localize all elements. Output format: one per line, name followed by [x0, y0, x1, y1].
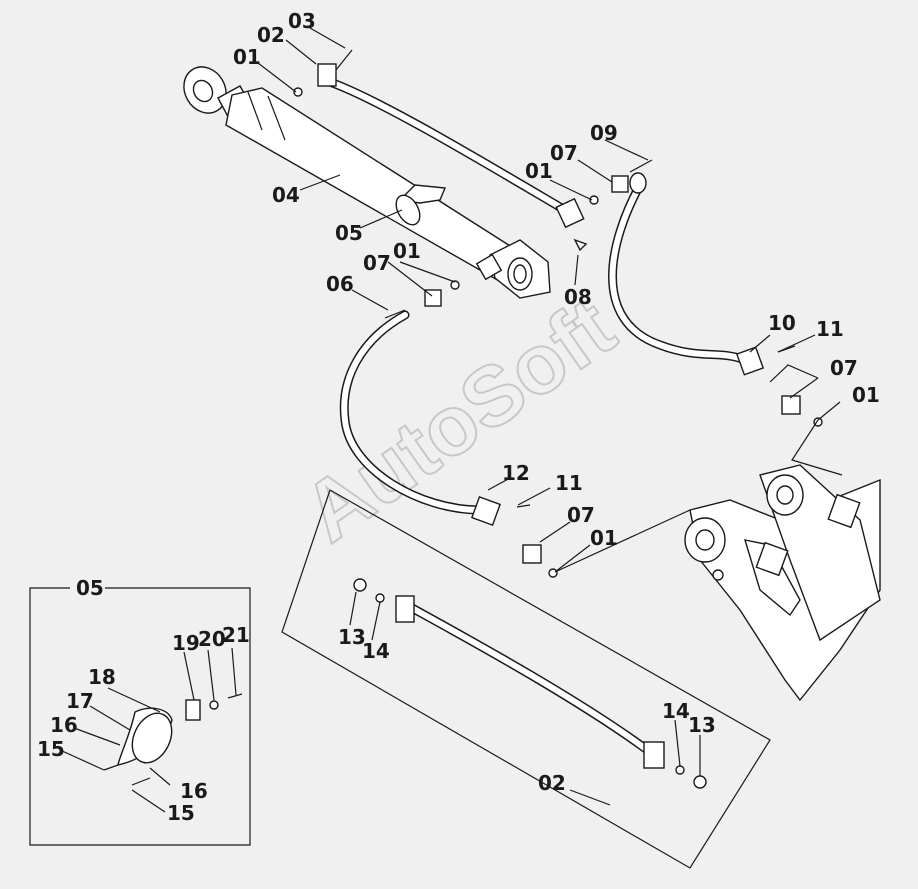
callout-02-bottom: 02	[538, 771, 566, 795]
callout-17: 17	[66, 689, 94, 713]
callout-19: 19	[172, 631, 200, 655]
cylinder-assembly	[183, 66, 551, 299]
callout-12: 12	[502, 461, 530, 485]
upper-pipe	[293, 49, 585, 229]
inset-05	[29, 587, 251, 846]
detail-02	[281, 489, 771, 869]
callout-20: 20	[198, 627, 226, 651]
callout-11-b: 11	[555, 471, 583, 495]
callout-14-a: 14	[362, 639, 390, 663]
callout-08: 08	[564, 285, 592, 309]
right-fittings	[516, 345, 823, 578]
callout-07-a: 07	[363, 251, 391, 275]
callout-13-a: 13	[338, 625, 366, 649]
callout-16-a: 16	[50, 713, 78, 737]
callout-13-b: 13	[688, 713, 716, 737]
boom-bracket	[684, 464, 881, 702]
inset-title-05: 05	[76, 576, 104, 600]
callout-06: 06	[326, 272, 354, 296]
callout-07-c: 07	[830, 356, 858, 380]
callout-03-top: 03	[288, 9, 316, 33]
callout-21: 21	[222, 623, 250, 647]
callout-07-d: 07	[567, 503, 595, 527]
callout-01-a: 01	[393, 239, 421, 263]
leader-lines	[257, 27, 843, 573]
callout-01-top: 01	[233, 45, 261, 69]
callout-18: 18	[88, 665, 116, 689]
callout-10: 10	[768, 311, 796, 335]
callout-05: 05	[335, 221, 363, 245]
callout-01-d: 01	[590, 526, 618, 550]
callout-11-a: 11	[816, 317, 844, 341]
callout-labels: 03 02 01 04 05 01 07 06 08 09 07 01 10 1…	[37, 9, 880, 825]
hose-12	[339, 238, 588, 526]
callout-09: 09	[590, 121, 618, 145]
callout-07-b: 07	[550, 141, 578, 165]
callout-01-b: 01	[525, 159, 553, 183]
callout-02-top: 02	[257, 23, 285, 47]
callout-16-b: 16	[180, 779, 208, 803]
callout-01-c: 01	[852, 383, 880, 407]
callout-15-b: 15	[167, 801, 195, 825]
callout-14-b: 14	[662, 699, 690, 723]
callout-15-a: 15	[37, 737, 65, 761]
callout-04: 04	[272, 183, 300, 207]
hose-10	[589, 159, 765, 376]
